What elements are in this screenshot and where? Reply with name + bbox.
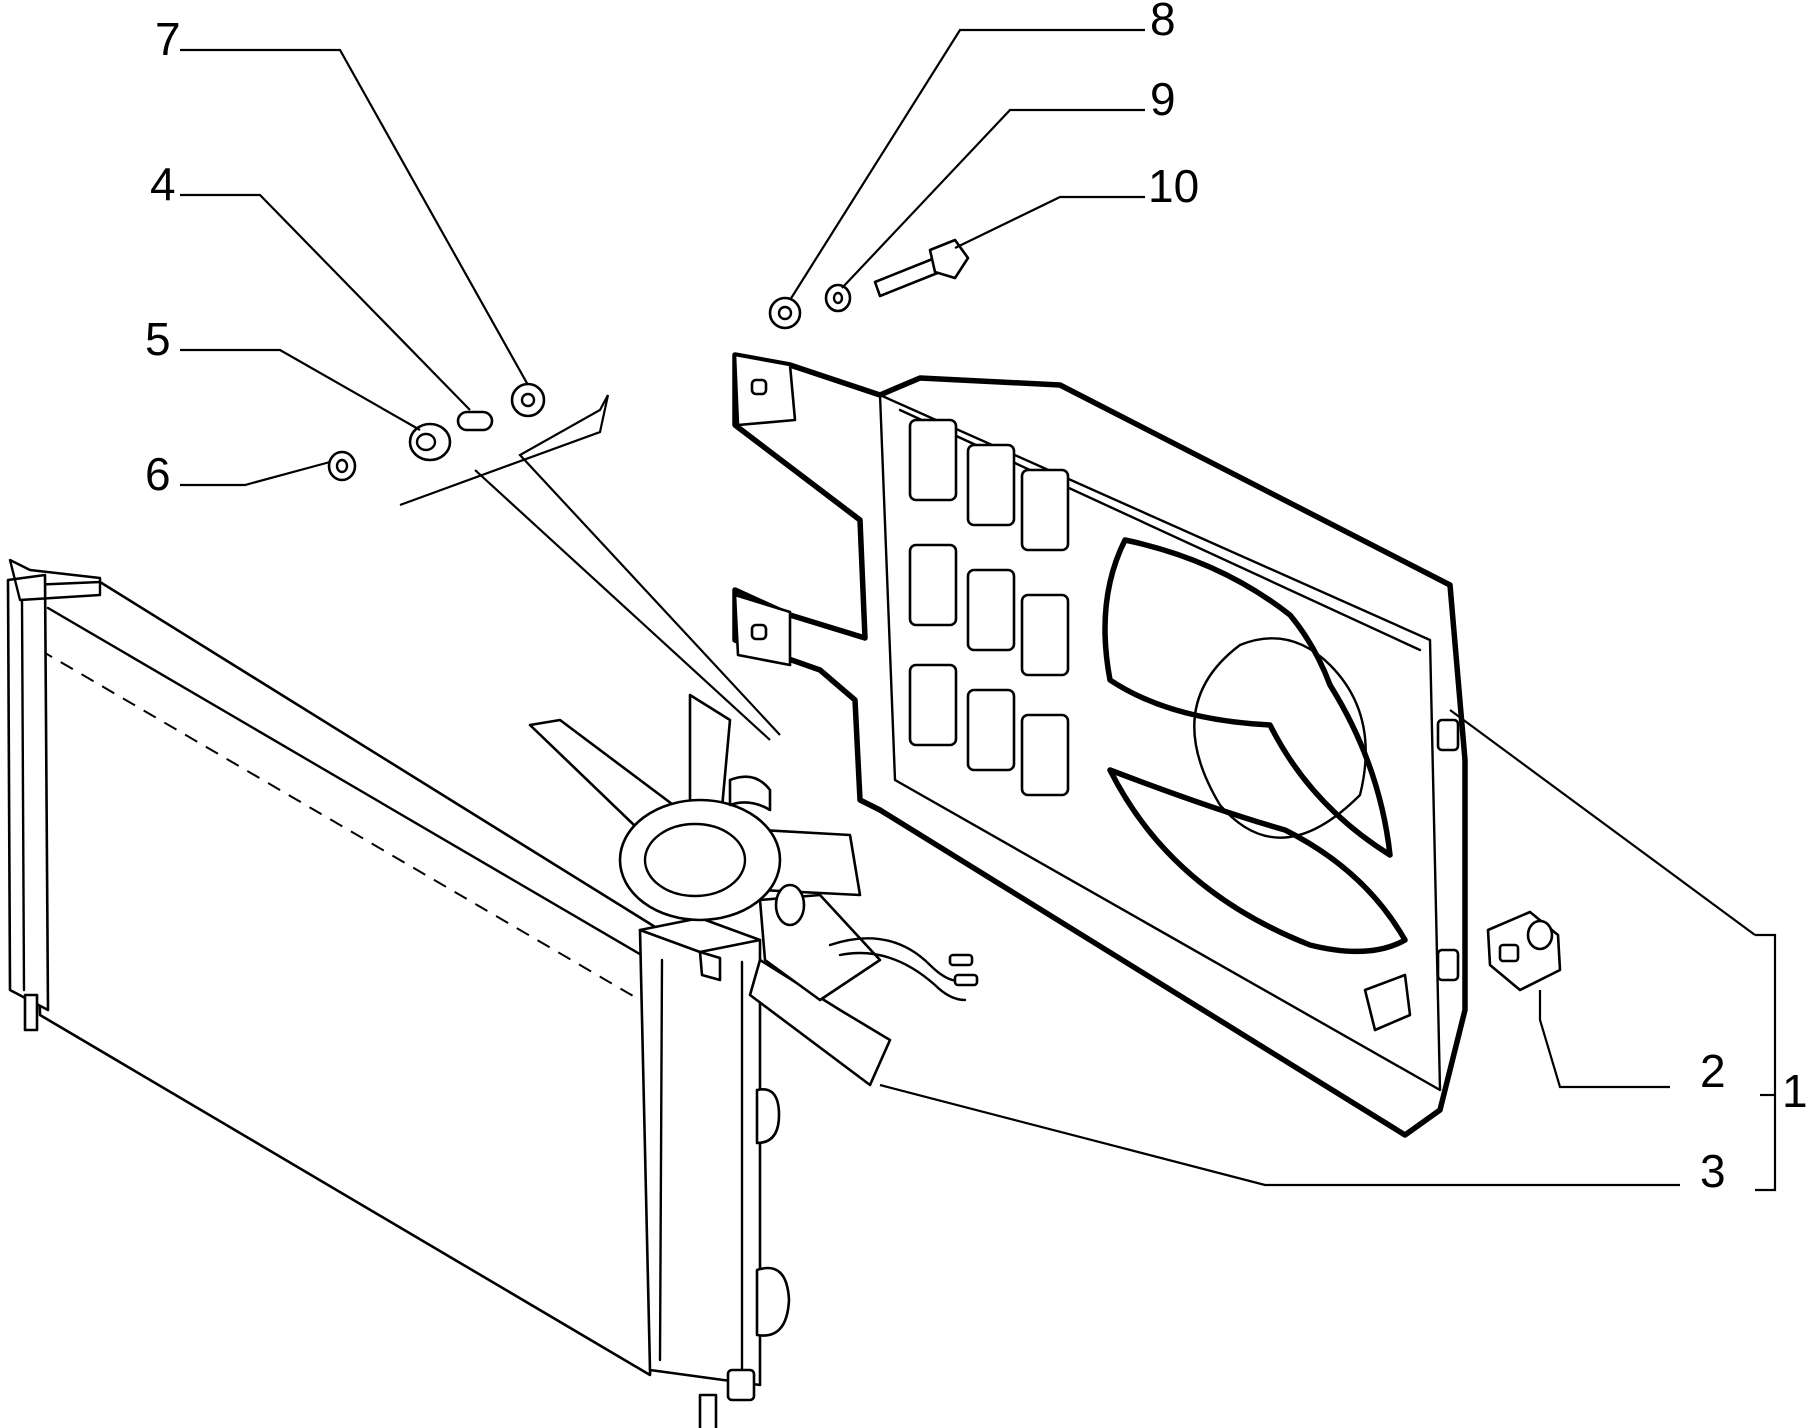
- callout-6: 6: [145, 448, 171, 500]
- callout-7: 7: [155, 13, 181, 65]
- callout-9: 9: [1150, 73, 1176, 125]
- callout-2: 2: [1700, 1045, 1726, 1097]
- callout-numbers: 7 4 5 6 8 9 10 2 3 1: [145, 0, 1808, 1197]
- callout-4: 4: [150, 158, 176, 210]
- rubber-grommet: [408, 422, 452, 462]
- radiator: [6, 558, 791, 1428]
- leader-lines: [180, 28, 1777, 1192]
- callout-5: 5: [145, 313, 171, 365]
- spacer-pin: [456, 410, 494, 432]
- callout-3: 3: [1700, 1145, 1726, 1197]
- callout-10: 10: [1148, 160, 1199, 212]
- callout-8: 8: [1150, 0, 1176, 45]
- bolt-10: [873, 238, 970, 298]
- washer-6: [327, 450, 357, 482]
- shroud-openings: [908, 418, 1070, 797]
- callout-1: 1: [1782, 1065, 1808, 1117]
- nut-7: [510, 382, 546, 418]
- washer-9: [824, 283, 852, 313]
- nut-8: [768, 296, 802, 330]
- electric-fan-motor: [528, 693, 979, 1087]
- mounting-clip: [1486, 910, 1562, 992]
- fan-shroud-frame: [732, 352, 1468, 1138]
